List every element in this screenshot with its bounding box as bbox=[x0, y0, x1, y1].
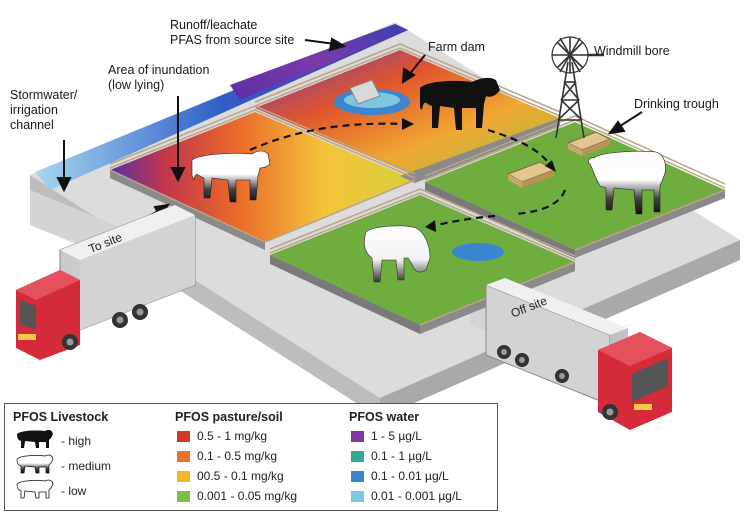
legend-livestock-high: - high bbox=[61, 434, 92, 448]
legend-swatch bbox=[351, 491, 364, 502]
inundation-label: Area of inundation(low lying) bbox=[108, 63, 210, 92]
legend-label: 0.1 - 0.5 mg/kg bbox=[197, 449, 278, 463]
legend-water-title: PFOS water bbox=[349, 410, 420, 424]
windmill-icon bbox=[551, 36, 604, 139]
legend-livestock-low: - low bbox=[61, 484, 87, 498]
pond bbox=[452, 243, 504, 261]
truck-icon bbox=[485, 278, 672, 430]
legend-label: 00.5 - 0.1 mg/kg bbox=[197, 469, 284, 483]
movement-path bbox=[249, 122, 567, 228]
cow-icon bbox=[16, 479, 54, 499]
cow-icon bbox=[16, 454, 54, 474]
paddock-contaminated bbox=[110, 112, 415, 250]
legend-livestock-medium: - medium bbox=[61, 459, 112, 473]
truck-icon bbox=[16, 204, 196, 360]
legend-swatch bbox=[177, 471, 190, 482]
farm-dam-label: Farm dam bbox=[428, 40, 485, 54]
windmill-label: Windmill bore bbox=[594, 44, 670, 58]
trough-label: Drinking trough bbox=[634, 97, 719, 111]
legend-label: 0.1 - 0.01 µg/L bbox=[371, 469, 449, 483]
legend-livestock-title: PFOS Livestock bbox=[13, 410, 109, 424]
legend: PFOS Livestock - high - medium - low PFO… bbox=[4, 403, 498, 511]
cow-icon bbox=[364, 225, 431, 283]
legend-swatch bbox=[177, 491, 190, 502]
legend-swatch bbox=[177, 451, 190, 462]
fences bbox=[109, 43, 726, 326]
legend-label: 0.1 - 1 µg/L bbox=[371, 449, 432, 463]
legend-swatch bbox=[351, 451, 364, 462]
farm-dam-water bbox=[334, 79, 410, 115]
legend-cow-icons bbox=[16, 430, 54, 499]
legend-swatch bbox=[177, 431, 190, 442]
arrow-icon bbox=[402, 118, 556, 232]
paddock-dam bbox=[255, 50, 560, 183]
legend-label: 0.01 - 0.001 µg/L bbox=[371, 489, 462, 503]
legend-swatch bbox=[351, 471, 364, 482]
stormwater-channel bbox=[35, 24, 408, 190]
legend-label: 0.001 - 0.05 mg/kg bbox=[197, 489, 298, 503]
legend-label: 0.5 - 1 mg/kg bbox=[197, 429, 268, 443]
trough-icon bbox=[506, 131, 612, 188]
legend-label: 1 - 5 µg/L bbox=[371, 429, 422, 443]
legend-pasture-title: PFOS pasture/soil bbox=[175, 410, 283, 424]
cow-icon bbox=[17, 430, 53, 448]
cow-icon bbox=[588, 150, 666, 215]
cow-icon bbox=[191, 150, 271, 203]
legend-swatch bbox=[351, 431, 364, 442]
cow-icon bbox=[420, 77, 500, 130]
